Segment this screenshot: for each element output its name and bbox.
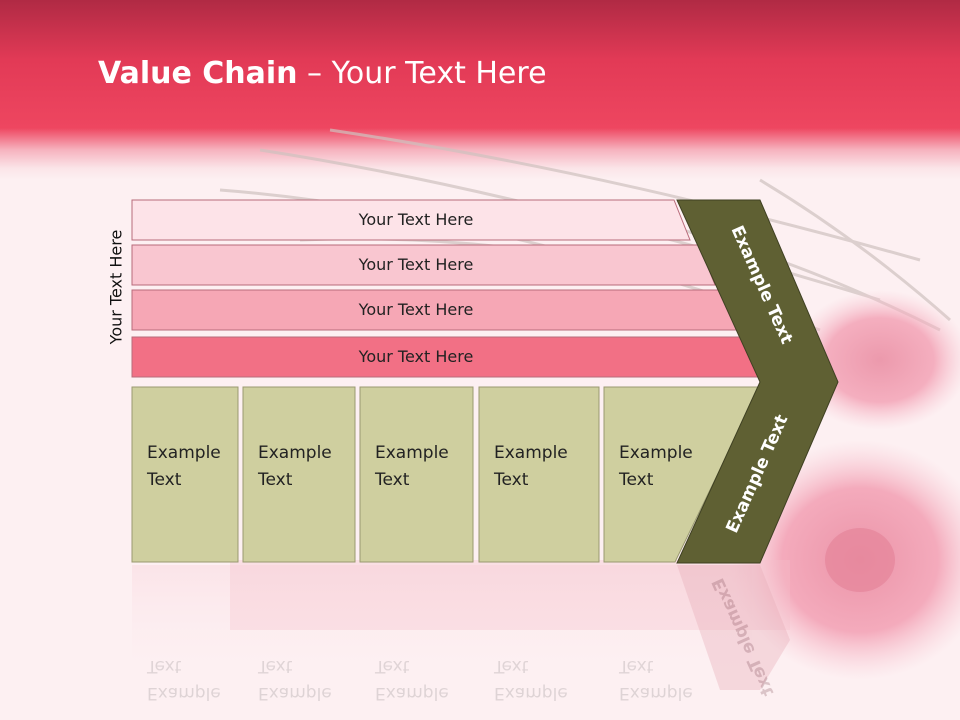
primary-column-label-line2: Text bbox=[618, 470, 654, 490]
primary-column-label-line2: Text bbox=[493, 470, 529, 490]
support-row-label: Your Text Here bbox=[358, 300, 474, 319]
primary-column-1 bbox=[131, 386, 239, 563]
primary-column-3 bbox=[359, 386, 474, 563]
chevron-reflection bbox=[677, 565, 790, 690]
support-row-label: Your Text Here bbox=[358, 347, 474, 366]
support-row-2 bbox=[131, 244, 716, 286]
support-row-label: Your Text Here bbox=[358, 255, 474, 274]
flower-center bbox=[825, 528, 895, 592]
primary-column-label-line1: Example bbox=[494, 443, 568, 463]
diagram-reflection bbox=[132, 565, 752, 685]
support-row-label: Your Text Here bbox=[358, 210, 474, 229]
margin-chevron bbox=[676, 199, 839, 564]
slide-title: Value Chain – Your Text Here bbox=[98, 56, 547, 91]
primary-column-label-line2: Text bbox=[146, 470, 182, 490]
svg-text:Example: Example bbox=[494, 683, 568, 703]
primary-column-2 bbox=[242, 386, 356, 563]
svg-text:Example: Example bbox=[258, 683, 332, 703]
primary-column-label-line1: Example bbox=[147, 443, 221, 463]
header-band bbox=[0, 0, 960, 180]
support-row-1 bbox=[131, 199, 691, 241]
primary-column-label-line1: Example bbox=[258, 443, 332, 463]
primary-column-label-line2: Text bbox=[374, 470, 410, 490]
primary-column-5 bbox=[603, 386, 761, 563]
svg-text:Example: Example bbox=[147, 683, 221, 703]
primary-column-4 bbox=[478, 386, 600, 563]
primary-column-label-line2: Text bbox=[257, 470, 293, 490]
svg-text:Example: Example bbox=[375, 683, 449, 703]
svg-text:Example: Example bbox=[619, 683, 693, 703]
primary-column-label-line1: Example bbox=[375, 443, 449, 463]
primary-column-label-line1: Example bbox=[619, 443, 693, 463]
